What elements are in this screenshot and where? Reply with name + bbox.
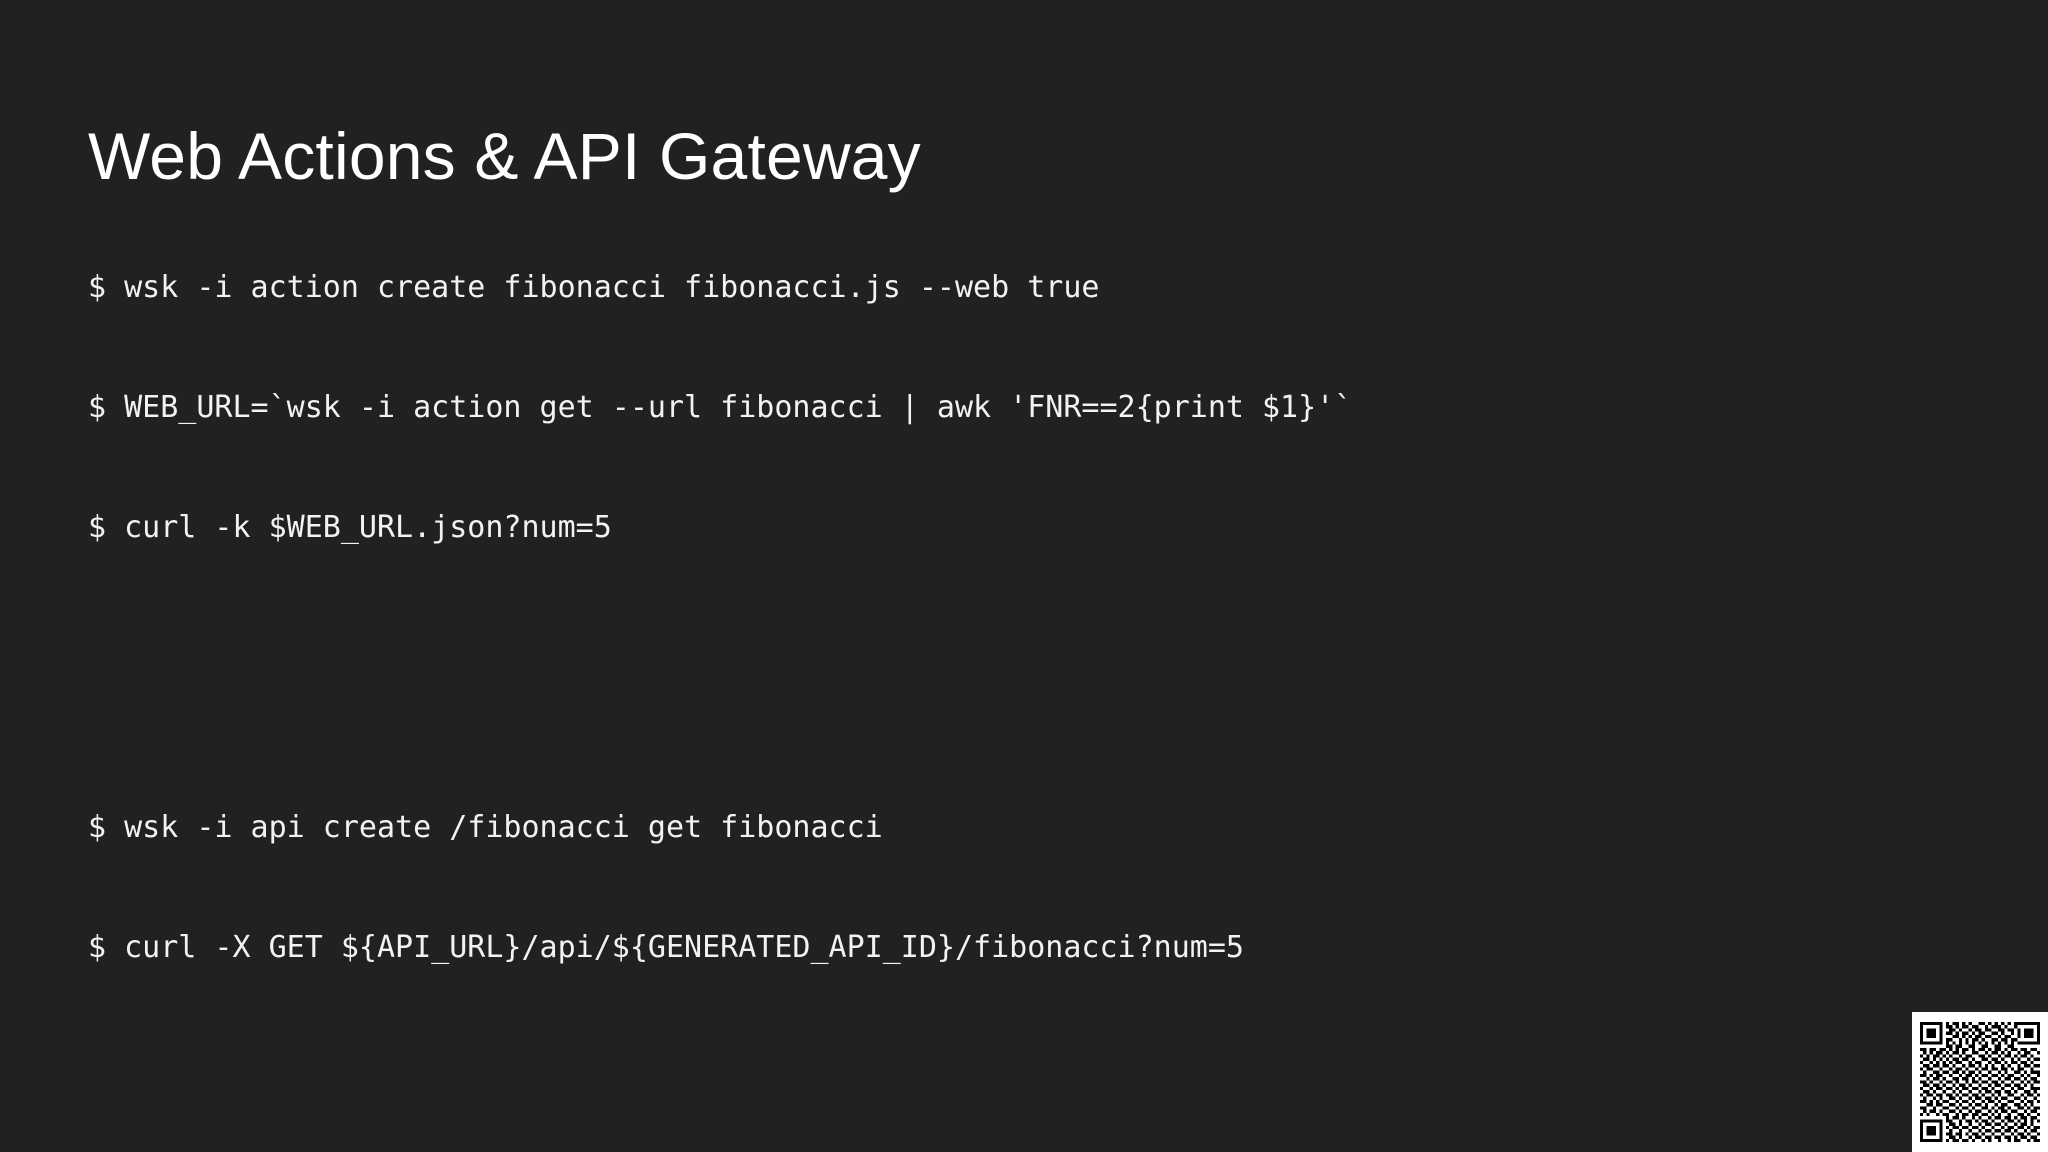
code-line-2: $ WEB_URL=`wsk -i action get --url fibon… [88,390,1353,425]
code-line-4: $ wsk -i api create /fibonacci get fibon… [88,810,883,845]
code-line-5: $ curl -X GET ${API_URL}/api/${GENERATED… [88,930,1244,965]
code-spacer [88,548,1888,808]
code-spacer [88,428,1888,508]
page-title: Web Actions & API Gateway [88,119,921,193]
code-spacer [88,308,1888,388]
code-line-3: $ curl -k $WEB_URL.json?num=5 [88,510,612,545]
qr-code-icon [1912,1012,2048,1152]
code-block: $ wsk -i action create fibonacci fibonac… [88,268,1888,968]
code-line-1: $ wsk -i action create fibonacci fibonac… [88,270,1100,305]
code-spacer [88,848,1888,928]
qr-code-graphic [1920,1022,2040,1142]
